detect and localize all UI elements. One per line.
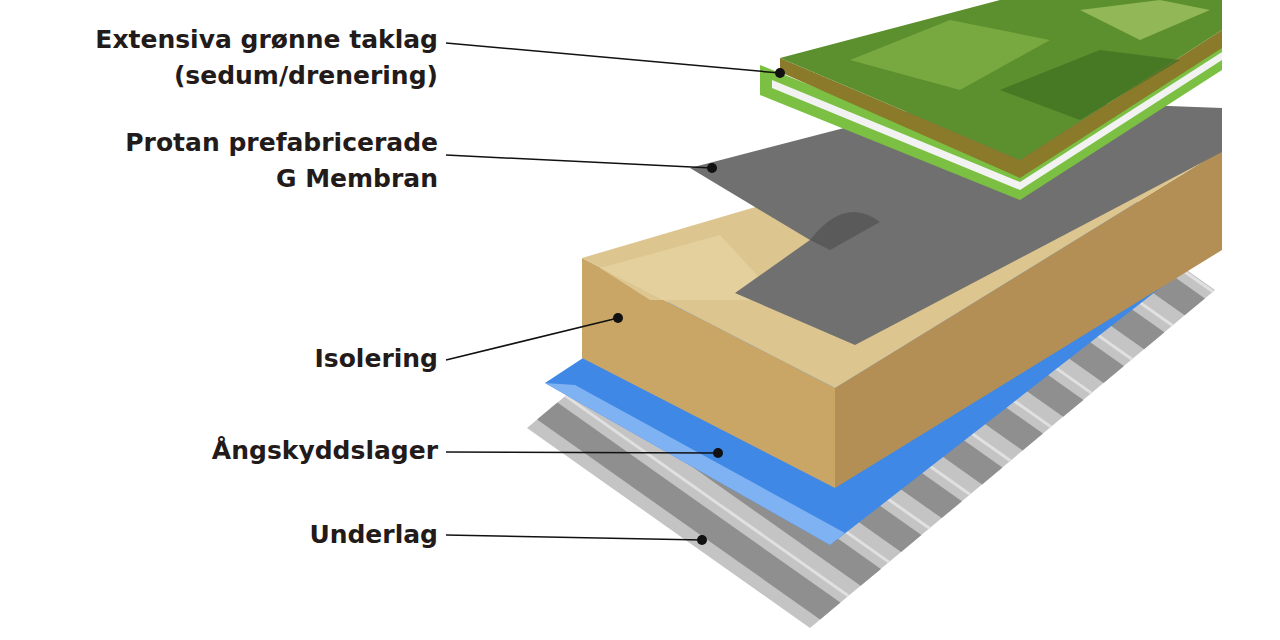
leader-dot xyxy=(613,313,623,323)
membrane-fold xyxy=(810,212,880,250)
leader-line xyxy=(446,155,712,168)
leader-line xyxy=(446,535,702,540)
grass-patch xyxy=(1080,0,1210,40)
leader-dots xyxy=(613,68,785,545)
green-roof xyxy=(760,0,1222,200)
grass-patch xyxy=(1000,50,1180,120)
leader-dot xyxy=(707,163,717,173)
layer-label: Extensiva grønne taklag (sedum/drenering… xyxy=(68,22,438,94)
leader-lines xyxy=(446,43,780,540)
leader-dot xyxy=(775,68,785,78)
layer-label: Underlag xyxy=(138,517,438,553)
green-top xyxy=(780,0,1222,160)
layer-label: Ångskyddslager xyxy=(138,433,438,469)
grass-patch xyxy=(850,20,1050,90)
leader-dot xyxy=(697,535,707,545)
leader-line xyxy=(446,452,718,453)
layer-label: Isolering xyxy=(138,341,438,377)
leader-dot xyxy=(713,448,723,458)
layer-label: Protan prefabricerade G Membran xyxy=(113,125,438,197)
leader-line xyxy=(446,43,780,73)
leader-line xyxy=(446,318,618,360)
